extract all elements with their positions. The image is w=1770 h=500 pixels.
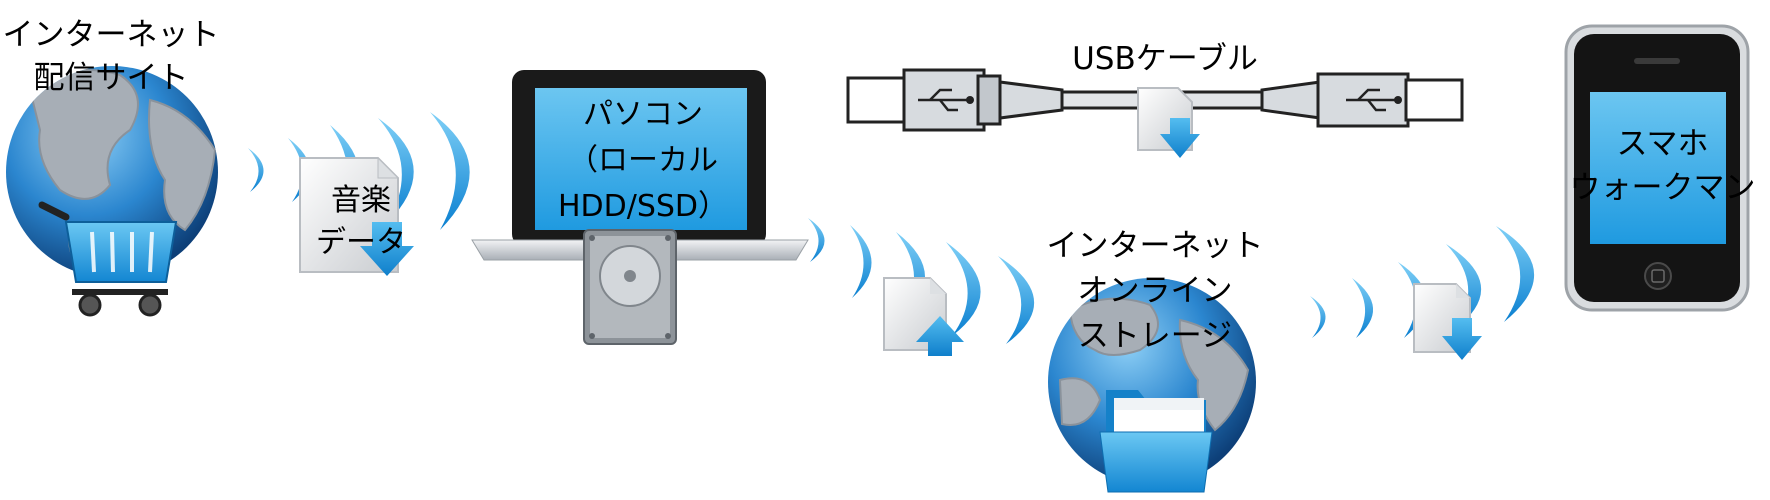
file-download-icon	[1413, 283, 1482, 360]
online-storage-label: インターネット オンライン ストレージ	[1045, 224, 1265, 359]
internet-store-label: インターネット 配信サイト	[0, 14, 222, 100]
laptop-hard-drive-icon	[471, 70, 809, 345]
online-storage-label-line-1: インターネット	[1046, 228, 1264, 264]
globe-folder-icon	[1048, 278, 1256, 493]
internet-store-label-line-2: 配信サイト	[33, 60, 189, 96]
pc-label-line-1: パソコン	[583, 97, 703, 132]
music-data-label-line-1: 音楽	[331, 183, 391, 218]
usb-cable-label: USBケーブル	[1072, 41, 1258, 77]
online-storage-label-line-3: ストレージ	[1077, 318, 1233, 354]
music-data-label-line-2: データ	[316, 225, 406, 260]
phone-label-line-2: ウォークマン	[1569, 170, 1756, 206]
phone-label: スマホ ウォークマン	[1555, 122, 1770, 210]
file-upload-icon	[883, 277, 964, 356]
globe-shopping-cart-icon	[6, 66, 218, 317]
hard-drive-icon	[583, 229, 677, 345]
pc-label-line-2: （ローカル	[568, 143, 718, 178]
music-data-label: 音楽 データ	[302, 180, 420, 264]
pc-label-line-3: HDD/SSD）	[557, 189, 729, 224]
internet-store-label-line-1: インターネット	[2, 17, 220, 53]
shopping-cart-icon	[38, 201, 178, 317]
usb-cable-icon	[846, 68, 1464, 158]
smartphone-icon	[1564, 24, 1750, 312]
file-download-icon	[299, 156, 414, 276]
phone-label-line-1: スマホ	[1616, 126, 1709, 162]
file-download-icon	[1137, 87, 1200, 158]
pc-label: パソコン （ローカル HDD/SSD）	[538, 92, 748, 230]
folder-icon	[1099, 390, 1213, 493]
online-storage-label-line-2: オンライン	[1077, 273, 1233, 309]
